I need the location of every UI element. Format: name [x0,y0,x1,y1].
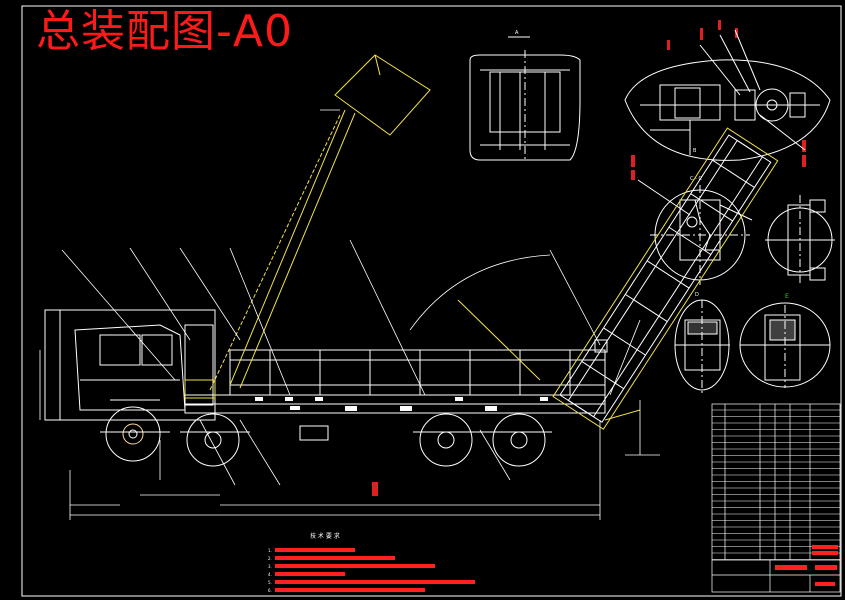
tech-requirements-block: 技 术 要 求 1. 2. 3. 4. 5. 6. [268,532,475,593]
tech-req-5: 5. [268,580,272,585]
truck-frame [184,339,608,441]
drawing-title: 总装配图-A0 [36,6,293,57]
frame-rivets [255,397,548,411]
dimension-lines [39,350,660,520]
parts-list-table [711,403,841,593]
parts-list-red-entries [775,545,838,586]
circle-detail-right [765,195,835,285]
circle-detail-bottom-left: D [674,292,730,395]
svg-text:B: B [693,148,697,154]
dump-body-outline-yellow [552,127,779,430]
circle-detail-bottom-right: E [739,293,831,388]
tech-req-title: 技 术 要 求 [310,532,340,540]
circle-detail-left: C - C [637,176,753,285]
hydraulic-cylinder [184,54,641,421]
rotation-arc [409,254,551,331]
tech-req-6: 6. [268,588,272,593]
svg-text:C - C: C - C [690,176,702,182]
bubble-detail-top: B [624,29,831,161]
svg-text:A: A [515,30,519,36]
leader-lines [61,109,641,486]
tech-req-4: 4. [268,572,272,577]
truck-cab [44,309,216,421]
truck-wheels [100,406,552,467]
parts-list-rows [712,409,840,560]
tech-req-1: 1. [268,548,272,553]
svg-text:D: D [695,292,699,298]
section-view-top: A [469,30,581,161]
tech-req-2: 2. [268,556,272,561]
tech-req-3: 3. [268,564,272,569]
svg-text:E: E [785,293,789,300]
balloon-marks-red [372,20,806,496]
dump-body [559,134,772,423]
drawing-border [21,5,842,597]
